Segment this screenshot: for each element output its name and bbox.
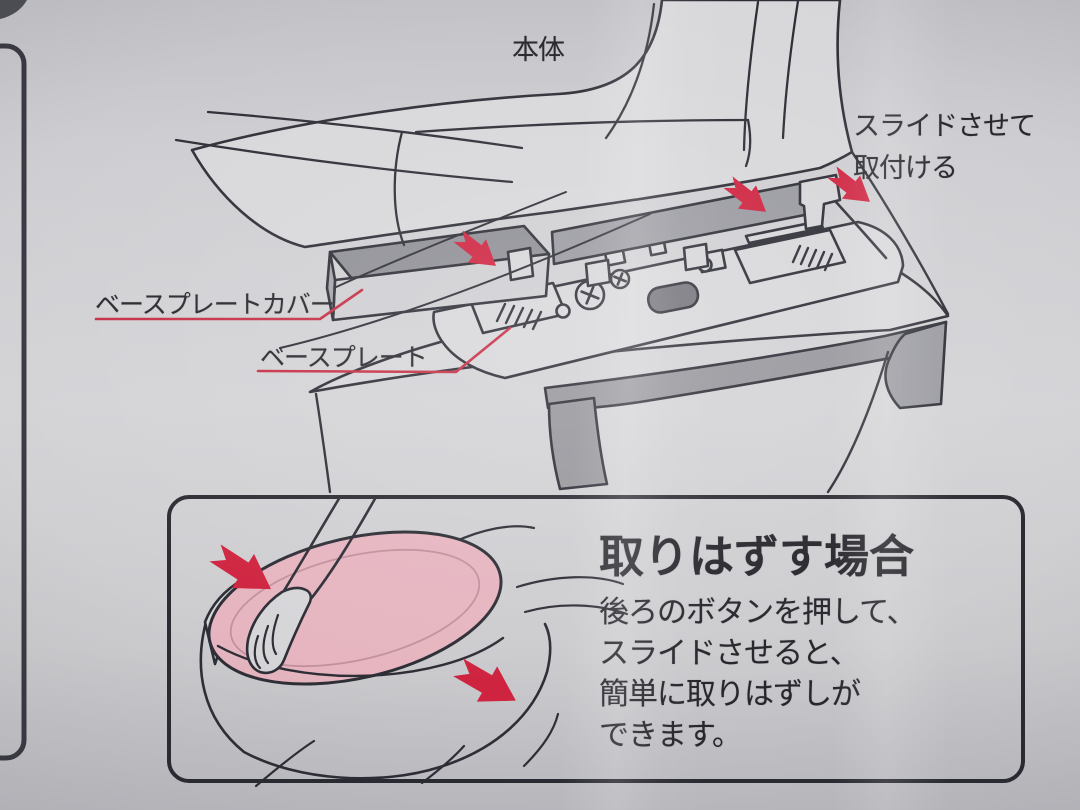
damper-cylinder (646, 281, 700, 314)
unit-rear-edge (850, 150, 950, 316)
removal-instructions: 後ろのボタンを押して、 スライドさせると、 簡単に取りはずしが できます。 (599, 592, 917, 756)
attach-diagram (94, 0, 950, 494)
spring-coil (495, 302, 543, 331)
removal-instruction-line: スライドさせると、 (599, 636, 860, 671)
rail-foot (584, 258, 612, 288)
pedestal-right-edge (826, 350, 890, 494)
rail-end-hook (798, 173, 842, 231)
photo-corner-artifact (0, 0, 27, 19)
pedestal-left-edge (314, 392, 332, 494)
removal-heading: 取りはずす場合 (599, 530, 915, 583)
fixing-mechanism (574, 240, 727, 314)
red-leader-lines (94, 288, 512, 374)
base-plate-leader (256, 326, 512, 374)
hand-illustration (245, 495, 378, 675)
removal-instruction-line: 簡単に取りはずしが (599, 677, 861, 712)
rail-foot (682, 242, 710, 272)
adjacent-panel-border (0, 43, 27, 761)
slide-attach-label-line1: スライドさせて (853, 111, 1036, 142)
removal-instruction-line: 後ろのボタンを押して、 (599, 595, 917, 630)
leader-curve (333, 191, 567, 289)
base-plate-label: ベースプレート (260, 343, 428, 372)
main-unit-label: 本体 (512, 35, 565, 66)
slide-attach-label: スライドさせて 取付ける (853, 106, 1036, 190)
slide-attach-label-line2: 取付ける (853, 153, 958, 184)
spring-coil (791, 244, 834, 272)
base-plate-cover-leader (94, 288, 364, 321)
base-plate-illustration (432, 219, 905, 380)
removal-instruction-line: できます。 (599, 718, 742, 753)
removal-illustration (199, 495, 629, 788)
base-plate-cover-label: ベースプレートカバー (95, 290, 335, 319)
screw-icon (555, 303, 571, 319)
leader-curve (279, 213, 651, 349)
main-unit-illustration (174, 0, 950, 316)
right-spring-tray (733, 219, 847, 285)
